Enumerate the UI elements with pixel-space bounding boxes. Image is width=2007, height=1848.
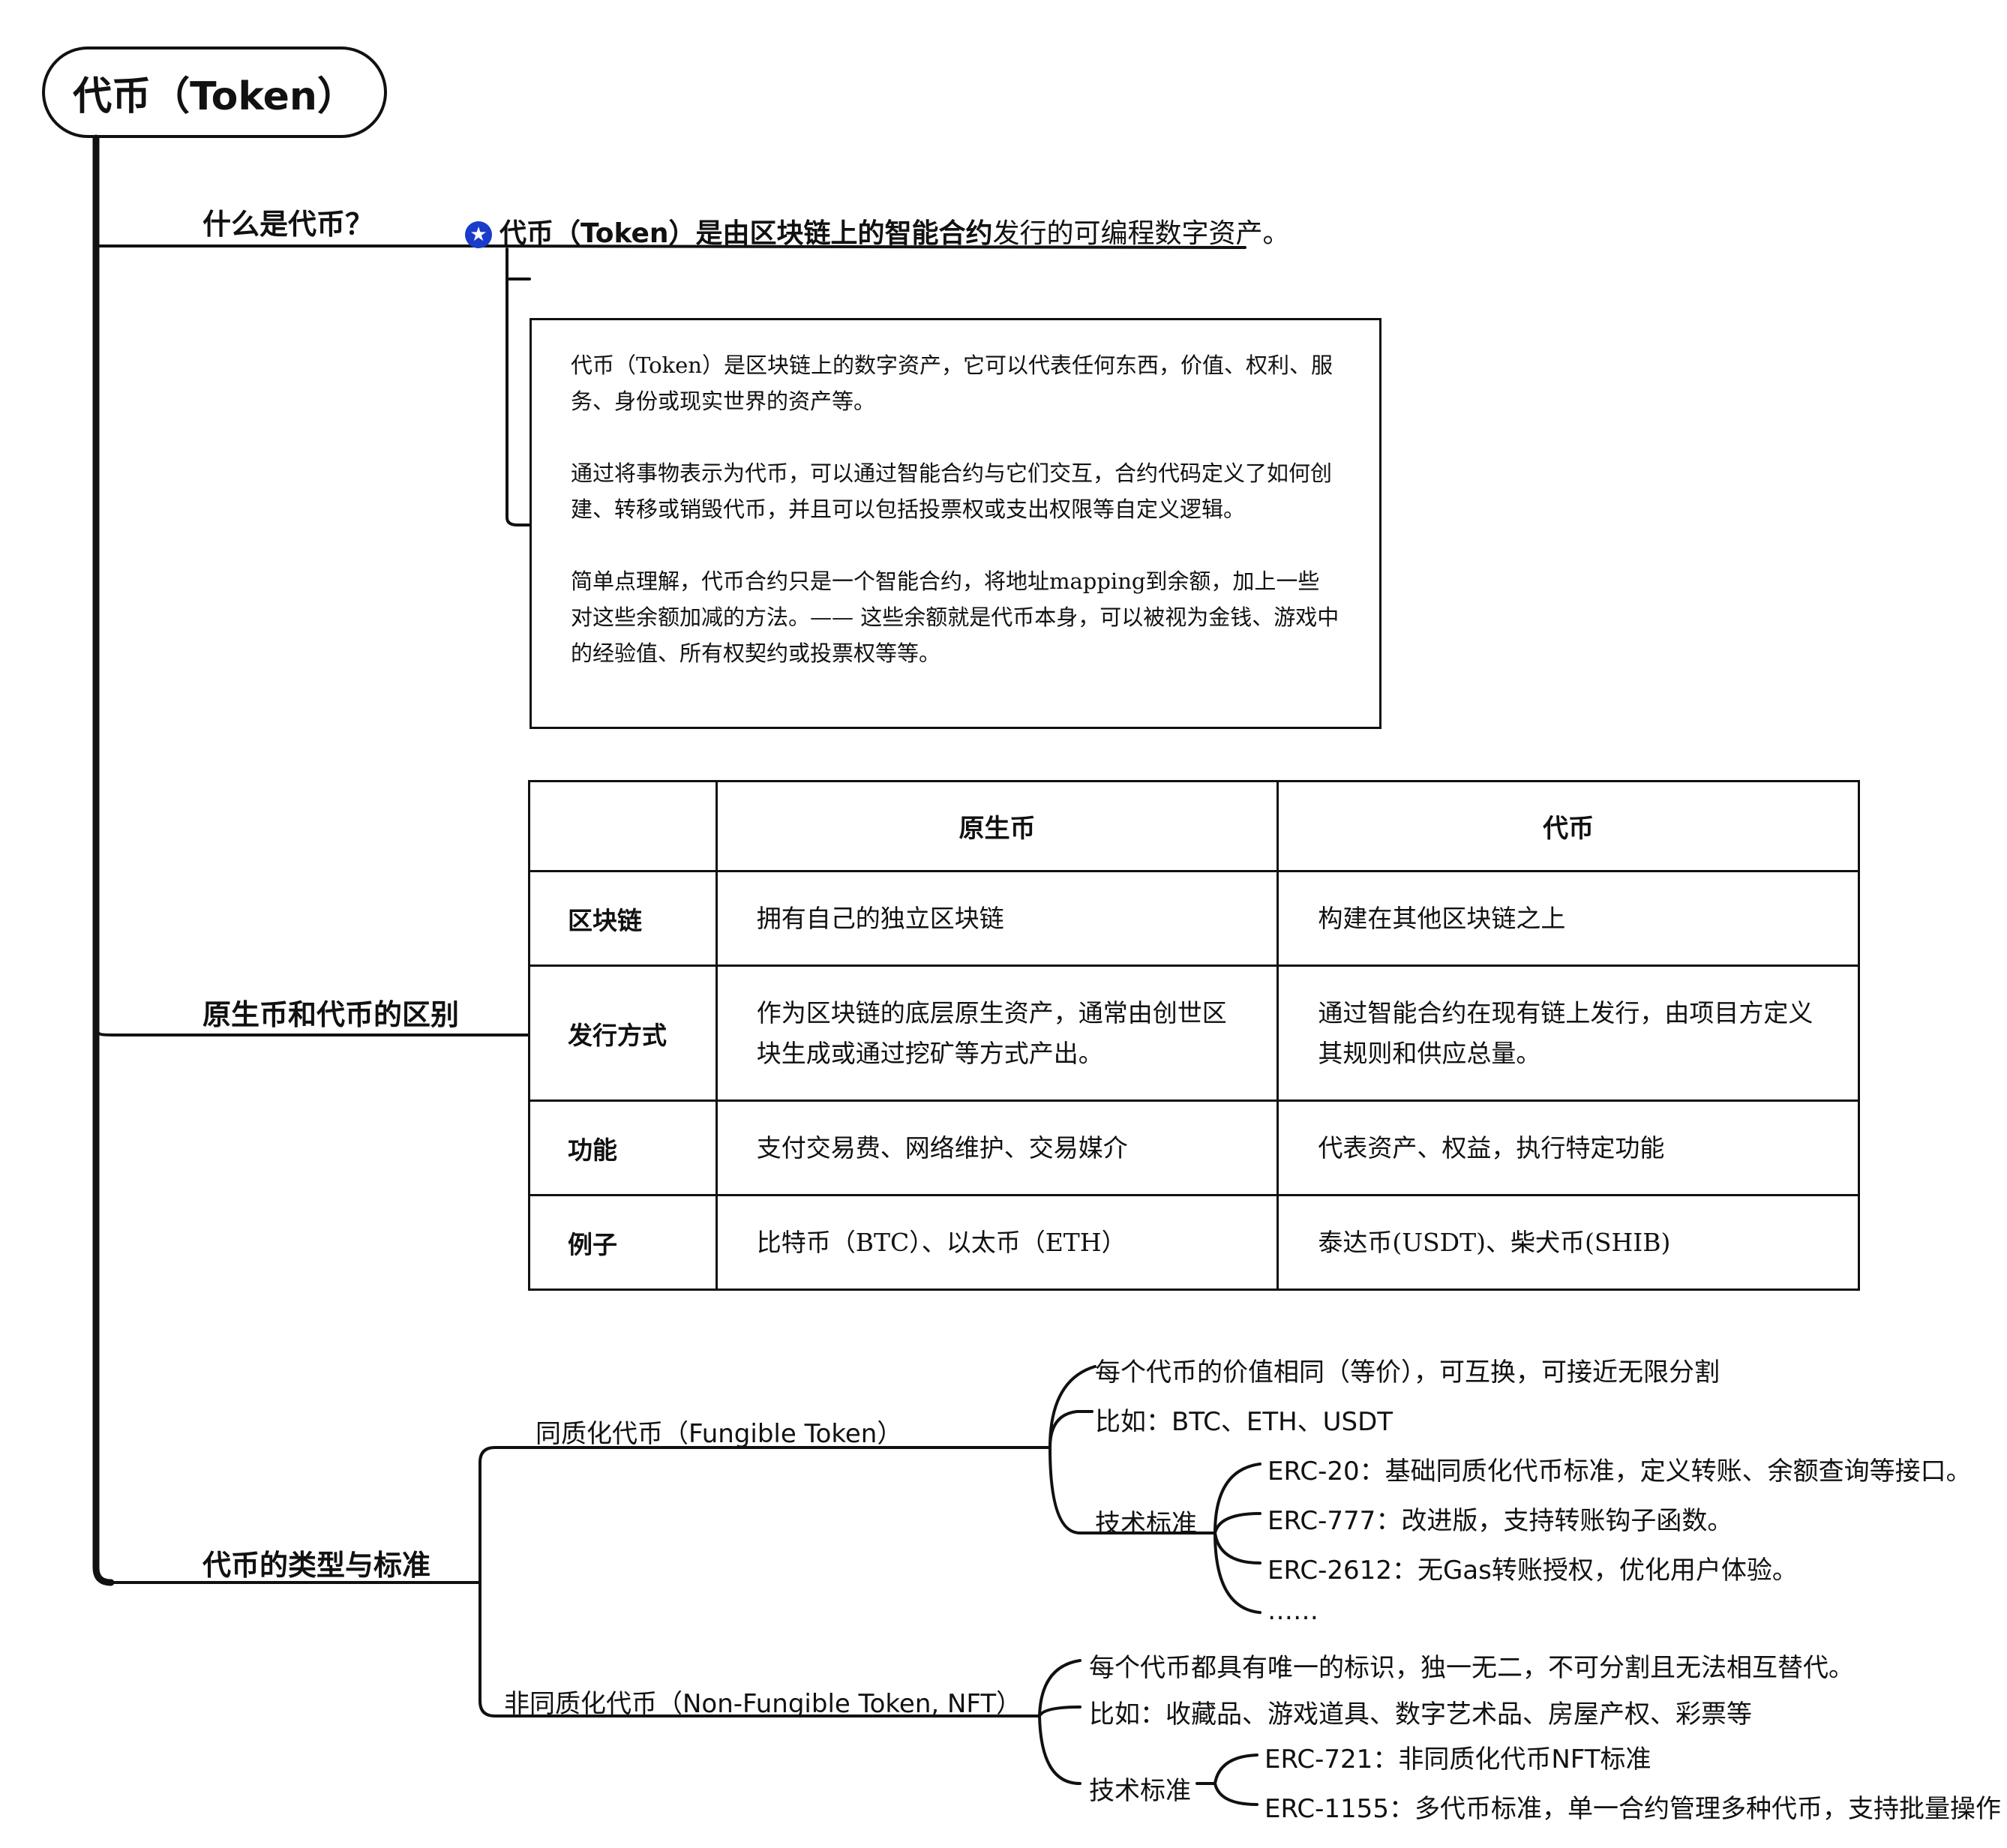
erc721-standard[interactable]: ERC-721：非同质化代币NFT标准	[1264, 1744, 1652, 1774]
token-cell: 泰达币(USDT)、柴犬币(SHIB)	[1276, 1194, 1860, 1291]
erc20-standard[interactable]: ERC-20：基础同质化代币标准，定义转账、余额查询等接口。	[1268, 1456, 1972, 1486]
nft-node[interactable]: 非同质化代币（Non-Fungible Token, NFT）	[504, 1689, 1022, 1719]
native-cell: 支付交易费、网络维护、交易媒介	[715, 1100, 1280, 1196]
root-node[interactable]: 代币（Token）	[42, 46, 387, 138]
nft-examples[interactable]: 比如：收藏品、游戏道具、数字艺术品、房屋产权、彩票等	[1089, 1700, 1752, 1730]
native-cell: 作为区块链的底层原生资产，通常由创世区块生成或通过挖矿等方式产出。	[715, 964, 1280, 1102]
table-header-token: 代币	[1276, 780, 1860, 872]
fungible-token-node[interactable]: 同质化代币（Fungible Token）	[536, 1419, 903, 1449]
fungible-desc[interactable]: 每个代币的价值相同（等价），可互换，可接近无限分割	[1095, 1358, 1720, 1388]
native-cell: 拥有自己的独立区块链	[715, 870, 1280, 967]
table-row: 区块链 拥有自己的独立区块链 构建在其他区块链之上	[528, 870, 1860, 967]
more-standards[interactable]: ……	[1268, 1596, 1318, 1626]
branch-what-is-token[interactable]: 什么是代币？	[202, 208, 374, 241]
definition-note: 代币（Token）是区块链上的数字资产，它可以代表任何东西，价值、权利、服务、身…	[530, 318, 1382, 729]
definition-bold: 智能合约	[884, 218, 993, 249]
table-header-row: 原生币 代币	[528, 780, 1860, 872]
erc777-standard[interactable]: ERC-777：改进版，支持转账钩子函数。	[1268, 1506, 1733, 1536]
note-paragraph-3: 简单点理解，代币合约只是一个智能合约，将地址mapping到余额，加上一些对这些…	[571, 568, 1340, 666]
note-paragraph-2: 通过将事物表示为代币，可以通过智能合约与它们交互，合约代码定义了如何创建、转移或…	[571, 460, 1333, 522]
nft-standards-node[interactable]: 技术标准	[1089, 1776, 1191, 1806]
fungible-standards-node[interactable]: 技术标准	[1095, 1509, 1197, 1539]
root-title: 代币（Token）	[73, 74, 356, 119]
fungible-examples[interactable]: 比如：BTC、ETH、USDT	[1095, 1407, 1394, 1437]
table-row: 功能 支付交易费、网络维护、交易媒介 代表资产、权益，执行特定功能	[528, 1100, 1860, 1196]
table-header-empty	[528, 780, 718, 872]
token-cell: 通过智能合约在现有链上发行，由项目方定义其规则和供应总量。	[1276, 964, 1860, 1102]
definition-post: 发行的可编程数字资产。	[992, 218, 1290, 249]
definition-pre: 代币（Token）是由区块链上的	[500, 218, 885, 249]
native-cell: 比特币（BTC）、以太币（ETH）	[715, 1194, 1280, 1291]
table-row: 发行方式 作为区块链的底层原生资产，通常由创世区块生成或通过挖矿等方式产出。 通…	[528, 964, 1860, 1102]
star-icon: ★	[465, 221, 492, 248]
table-header-native: 原生币	[715, 780, 1280, 872]
row-label: 发行方式	[528, 964, 718, 1102]
note-paragraph-1: 代币（Token）是区块链上的数字资产，它可以代表任何东西，价值、权利、服务、身…	[571, 352, 1333, 414]
erc1155-standard[interactable]: ERC-1155：多代币标准，单一合约管理多种代币，支持批量操作	[1264, 1794, 2001, 1824]
comparison-table: 原生币 代币 区块链 拥有自己的独立区块链 构建在其他区块链之上 发行方式 作为…	[528, 780, 1860, 1291]
branch-types-and-standards[interactable]: 代币的类型与标准	[202, 1549, 431, 1582]
row-label: 区块链	[528, 870, 718, 967]
row-label: 功能	[528, 1100, 718, 1196]
token-cell: 代表资产、权益，执行特定功能	[1276, 1100, 1860, 1196]
table-row: 例子 比特币（BTC）、以太币（ETH） 泰达币(USDT)、柴犬币(SHIB)	[528, 1194, 1860, 1291]
row-label: 例子	[528, 1194, 718, 1291]
definition-node[interactable]: ★ 代币（Token）是由区块链上的智能合约发行的可编程数字资产。	[465, 212, 1290, 250]
branch-native-vs-token[interactable]: 原生币和代币的区别	[202, 998, 460, 1031]
erc2612-standard[interactable]: ERC-2612：无Gas转账授权，优化用户体验。	[1268, 1556, 1798, 1586]
token-cell: 构建在其他区块链之上	[1276, 870, 1860, 967]
nft-desc[interactable]: 每个代币都具有唯一的标识，独一无二，不可分割且无法相互替代。	[1089, 1653, 1854, 1683]
